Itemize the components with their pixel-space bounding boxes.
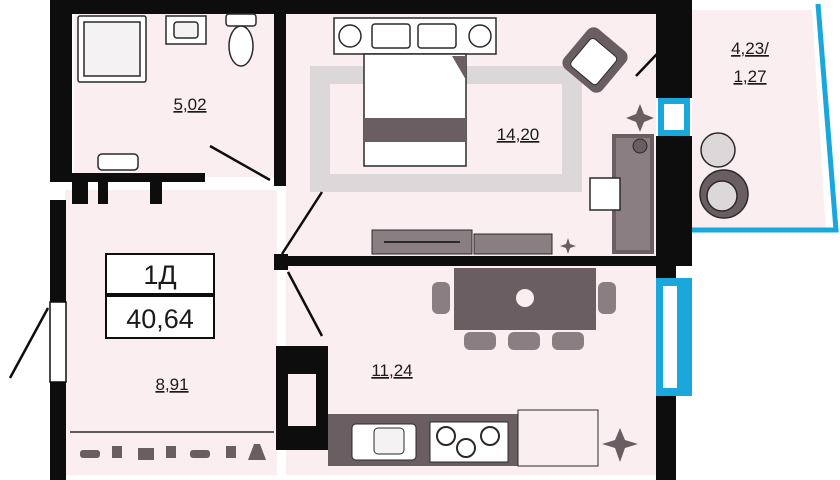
heels-icon bbox=[166, 446, 176, 458]
apartment-type: 1Д bbox=[143, 260, 176, 290]
wall-door-jamb bbox=[274, 254, 288, 270]
plant-icon bbox=[626, 104, 654, 132]
dress-icon bbox=[248, 444, 266, 460]
wall-niche-3 bbox=[150, 182, 162, 204]
apartment-total-area: 40,64 bbox=[126, 304, 194, 334]
armchair-icon bbox=[562, 27, 628, 93]
nightstand-left bbox=[338, 24, 362, 48]
sneaker-icon bbox=[190, 450, 210, 458]
desk-chair bbox=[589, 177, 621, 211]
chair-bottom-1 bbox=[464, 332, 496, 350]
chair-right bbox=[598, 282, 616, 314]
nightstand-right bbox=[468, 24, 492, 48]
toilet-icon bbox=[228, 25, 254, 67]
pillow-right bbox=[417, 23, 457, 49]
chair-bottom-3 bbox=[552, 332, 584, 350]
bedroom-furniture bbox=[333, 17, 654, 255]
door-entrance bbox=[8, 307, 50, 379]
wall-right-mid bbox=[656, 136, 692, 266]
sink-kitchen-bowl bbox=[373, 427, 405, 455]
wall-top bbox=[50, 0, 690, 14]
balcony-furniture bbox=[699, 132, 749, 219]
window-bedroom-inner bbox=[664, 104, 684, 130]
wall-left-upper bbox=[50, 0, 72, 180]
bookshelf bbox=[473, 233, 553, 255]
door-bath bbox=[209, 144, 271, 182]
door-swings bbox=[8, 33, 677, 379]
bedroom-area: 14,20 bbox=[497, 125, 540, 144]
balcony-table bbox=[700, 132, 736, 168]
bathroom-fixtures bbox=[77, 13, 257, 171]
boot-icon-2 bbox=[226, 446, 236, 458]
kitchen-area: 11,24 bbox=[371, 361, 412, 380]
hallway-area: 8,91 bbox=[155, 375, 188, 394]
badge-area-box bbox=[105, 295, 215, 339]
wall-bath-right bbox=[274, 0, 286, 186]
bathtub-icon bbox=[97, 153, 139, 171]
window-kitchen-inner bbox=[663, 286, 677, 388]
desk-lamp bbox=[632, 138, 648, 154]
toilet-tank bbox=[225, 13, 257, 27]
kitchen-pillar-inner bbox=[288, 374, 316, 426]
wall-niche-2 bbox=[98, 182, 108, 204]
wardrobe bbox=[70, 431, 274, 460]
wall-niche bbox=[72, 182, 88, 204]
door-kitchen bbox=[286, 271, 324, 337]
burner-3 bbox=[480, 426, 500, 446]
burner-2 bbox=[456, 438, 476, 458]
plants bbox=[560, 104, 654, 462]
sink-bowl bbox=[173, 21, 199, 39]
bed-blanket bbox=[364, 118, 466, 142]
door-bedroom bbox=[280, 191, 324, 255]
bag-icon bbox=[138, 448, 154, 460]
balcony-area-1: 4,23/ bbox=[731, 39, 769, 58]
wall-corner-top-right bbox=[676, 0, 690, 34]
shoe-icon bbox=[80, 450, 100, 458]
shower-tray bbox=[83, 21, 141, 77]
bed-fold bbox=[452, 56, 466, 80]
boot-icon bbox=[112, 446, 122, 458]
pillow-left bbox=[371, 23, 411, 49]
window-hallway bbox=[49, 301, 67, 383]
burner-1 bbox=[436, 426, 456, 446]
windows bbox=[49, 3, 839, 396]
kitchen-furniture bbox=[328, 268, 616, 467]
door-balcony bbox=[635, 33, 677, 77]
plant-icon-2 bbox=[560, 238, 576, 254]
apartment-badge: 1Д 40,64 bbox=[105, 253, 215, 339]
chair-left bbox=[432, 282, 450, 314]
badge-type-box bbox=[105, 253, 215, 295]
balcony-area-2: 1,27 bbox=[733, 67, 766, 86]
plant-icon-3 bbox=[602, 428, 638, 462]
balcony-chair-seat bbox=[706, 180, 738, 212]
area-labels: 5,02 14,20 4,23/ 1,27 8,91 11,24 bbox=[155, 39, 769, 394]
bed-icon bbox=[363, 53, 467, 167]
chair-bottom-2 bbox=[508, 332, 540, 350]
desk-top bbox=[616, 138, 650, 250]
balcony-railing bbox=[692, 3, 839, 233]
wall-mid-horizontal bbox=[286, 256, 666, 266]
wall-bath-bottom bbox=[50, 173, 205, 182]
table-centerpiece bbox=[516, 289, 534, 307]
fridge-icon bbox=[517, 409, 599, 467]
bathroom-area: 5,02 bbox=[173, 95, 206, 114]
